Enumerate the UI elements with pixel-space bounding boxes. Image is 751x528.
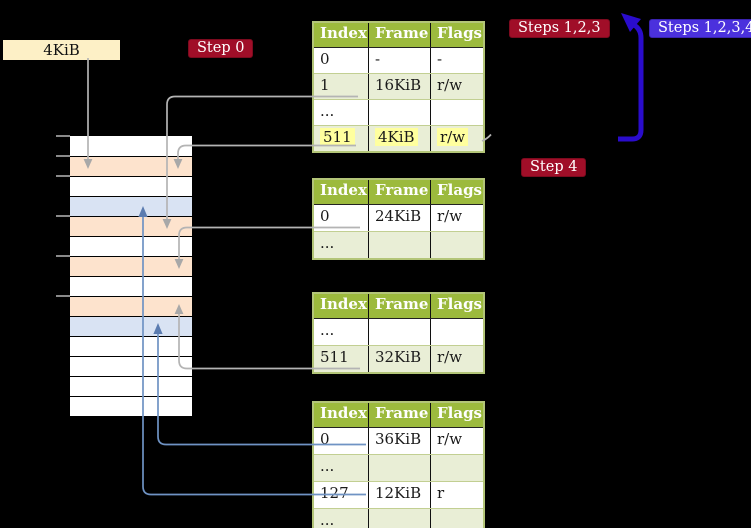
memory-frame-table	[70, 256, 192, 276]
table-cell: ...	[320, 102, 335, 120]
table-row: ...	[314, 318, 483, 345]
memory-frame-plain	[70, 276, 192, 296]
root-table-pointer-box: 4KiB	[3, 40, 120, 60]
column-header: Flags	[430, 294, 482, 318]
table-cell: 16KiB	[368, 74, 430, 99]
steps-loop-arrowhead	[621, 13, 641, 32]
column-header: Flags	[430, 403, 482, 427]
memory-frame-plain	[70, 336, 192, 356]
table-cell: 4KiB	[368, 126, 430, 151]
table-cell: 24KiB	[368, 205, 430, 231]
table-cell: ...	[320, 234, 335, 252]
memory-frame-plain	[70, 136, 192, 156]
table-cell: 511	[320, 348, 349, 366]
table-cell: ...	[320, 457, 335, 475]
table-cell: r/w	[430, 428, 482, 454]
step4-badge: Step 4	[521, 158, 587, 177]
table-cell	[430, 509, 482, 528]
table-row: ...	[314, 454, 483, 481]
memory-frame-table	[70, 296, 192, 316]
memory-frame-plain	[70, 376, 192, 396]
table-row: ...	[314, 99, 483, 125]
table-cell	[430, 232, 482, 258]
table-cell: -	[430, 48, 482, 73]
steps-loop-arrow-line	[618, 22, 644, 142]
table-cell: 0	[320, 207, 330, 225]
column-header: Frame	[368, 23, 430, 47]
table-cell: r/w	[430, 74, 482, 99]
column-header: Index	[320, 295, 367, 313]
column-header: Frame	[368, 403, 430, 427]
column-header: Index	[320, 181, 367, 199]
table-cell: r	[430, 482, 482, 508]
table-row: ...	[314, 508, 483, 528]
table-cell	[368, 509, 430, 528]
table-cell: -	[368, 48, 430, 73]
column-header: Frame	[368, 180, 430, 204]
table-cell: r/w	[430, 205, 482, 231]
table-cell: 1	[320, 76, 330, 94]
table-cell: 0	[320, 430, 330, 448]
steps1234-badge: Steps 1,2,3,4	[649, 19, 751, 38]
column-header: Flags	[430, 23, 482, 47]
memory-frame-plain	[70, 236, 192, 256]
table-cell: 36KiB	[368, 428, 430, 454]
step0-badge: Step 0	[188, 39, 254, 58]
table-cell: 32KiB	[368, 346, 430, 372]
column-header: Index	[320, 24, 367, 42]
table-cell: 0	[320, 50, 330, 68]
column-header: Flags	[430, 180, 482, 204]
memory-frame-table	[70, 156, 192, 176]
table-cell: ...	[320, 321, 335, 339]
table-cell	[430, 100, 482, 125]
memory-frame-plain	[70, 356, 192, 376]
table-cell: r/w	[430, 346, 482, 372]
address-tick-marks	[56, 135, 70, 297]
table-cell: 12KiB	[368, 482, 430, 508]
memory-frame-plain	[70, 396, 192, 416]
table-cell: 511	[314, 126, 368, 151]
column-header: Frame	[368, 294, 430, 318]
table-cell	[430, 319, 482, 345]
table-cell	[368, 232, 430, 258]
steps123-badge: Steps 1,2,3	[509, 19, 610, 38]
table-row: ...	[314, 231, 483, 258]
table-cell	[368, 100, 430, 125]
table-cell	[430, 455, 482, 481]
table-cell: 127	[320, 484, 349, 502]
table-cell: r/w	[430, 126, 482, 151]
memory-frame-mapped	[70, 196, 192, 216]
memory-frame-mapped	[70, 316, 192, 336]
memory-frame-table	[70, 216, 192, 236]
table-cell	[368, 319, 430, 345]
table-cell	[368, 455, 430, 481]
table-row: 0 --	[314, 47, 483, 73]
memory-frame-plain	[70, 176, 192, 196]
physical-memory-strip	[69, 135, 193, 417]
column-header: Index	[320, 404, 367, 422]
table-cell: ...	[320, 511, 335, 528]
